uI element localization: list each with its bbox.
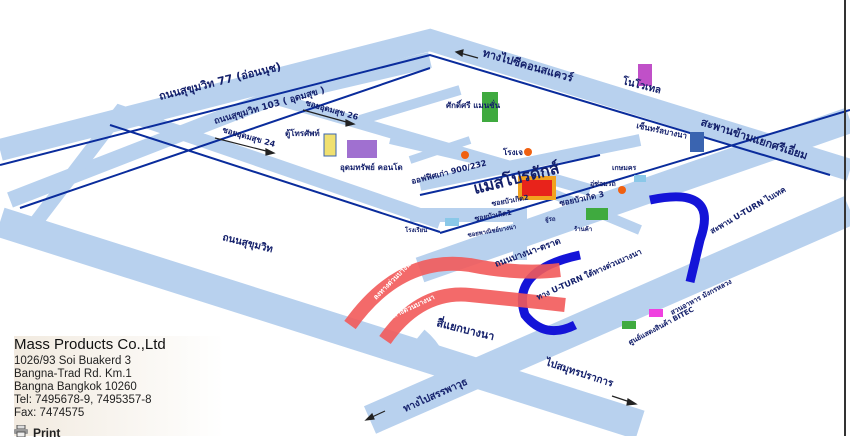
- label-sukhumvit: ถนนสุขุมวิท: [221, 231, 274, 255]
- address-line-2: Bangna-Trad Rd. Km.1: [14, 368, 132, 380]
- sakseri-building: [482, 92, 498, 122]
- kasikorn-building: [634, 175, 646, 182]
- label-auto: อู่ซ่อมรถ: [590, 180, 616, 189]
- label-store: ร้านค้า: [574, 225, 592, 233]
- printer-icon: [14, 424, 28, 440]
- road-sub1: [358, 85, 462, 125]
- road-bangna-trad-2: [415, 107, 850, 283]
- label-garage: อู่รถ: [545, 216, 556, 224]
- store-building: [586, 208, 608, 220]
- school-building: [445, 218, 459, 226]
- company-info: Mass Products Co.,Ltd 1026/93 Soi Buaker…: [14, 336, 224, 440]
- expressway-down: [344, 256, 561, 330]
- road-soi: [418, 134, 642, 191]
- label-phone-booth: ตู้โทรศัพท์: [285, 128, 320, 139]
- bitec-building: [622, 321, 636, 329]
- telephone: Tel: 7495678-9, 7495357-8: [14, 394, 152, 406]
- office-marker: [461, 151, 469, 159]
- road-sub3: [408, 136, 472, 164]
- park-building: [649, 309, 663, 317]
- label-junction: สี่แยกบางนา: [435, 314, 496, 343]
- central-building: [690, 132, 704, 152]
- address-line-1: 1026/93 Soi Buakerd 3: [14, 355, 132, 367]
- road-udomsuk24: [24, 103, 443, 235]
- print-button[interactable]: Print: [14, 424, 224, 440]
- roads: [0, 28, 850, 436]
- direction-arrows: [214, 49, 638, 421]
- road-sukhumvit103: [7, 52, 432, 208]
- label-soi2: ซอยบัวเกิด2: [491, 194, 529, 208]
- expressway-up: [379, 287, 566, 345]
- fax: Fax: 7474575: [14, 407, 85, 419]
- condo-building: [347, 140, 377, 158]
- jo-marker: [524, 148, 532, 156]
- road-bangna-trad: [363, 196, 850, 434]
- auto-marker: [618, 186, 626, 194]
- phone-booth: [323, 133, 337, 157]
- label-sakseri: ศักดิ์ศรี แมนชั่น: [446, 99, 501, 110]
- label-condo: อุดมทรัพย์ คอนโด: [340, 162, 403, 173]
- uturn-bitec: [649, 192, 709, 284]
- road-slip: [415, 329, 450, 402]
- label-school: โรงเรียน: [404, 226, 428, 234]
- novotel-building: [638, 64, 652, 86]
- address-line-3: Bangna Bangkok 10260: [14, 381, 137, 393]
- company-building: [518, 176, 556, 200]
- label-jo: โรงเจ: [502, 147, 523, 157]
- print-label: Print: [33, 425, 61, 440]
- buildings: [323, 64, 704, 329]
- frame-border: [844, 0, 846, 436]
- label-kasikorn: เกษมคร: [612, 164, 637, 172]
- company-name: Mass Products Co.,Ltd: [14, 336, 166, 353]
- road-sukhumvit: [0, 207, 645, 436]
- road-local: [410, 208, 527, 260]
